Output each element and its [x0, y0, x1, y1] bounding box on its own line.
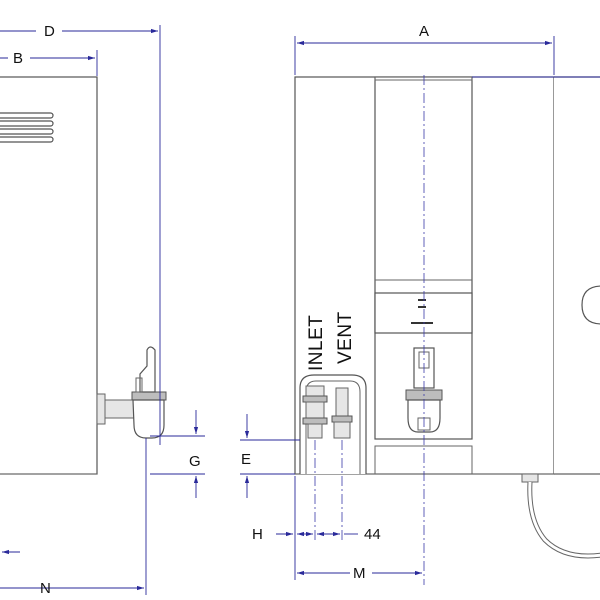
dimension-n: N [0, 438, 147, 597]
dimension-b-label: B [13, 50, 23, 67]
dimension-m-label: M [353, 565, 366, 582]
dimension-e-label: E [241, 451, 251, 468]
dimension-h: H [252, 476, 313, 580]
dimension-n-label: N [40, 580, 51, 597]
side-view [0, 76, 167, 475]
dimension-44-label: 44 [364, 526, 381, 543]
dimension-h-label: H [252, 526, 263, 543]
dimension-d-label: D [44, 23, 55, 40]
power-button [581, 285, 600, 325]
vent-fitting [331, 387, 353, 439]
dimension-a-label: A [419, 23, 429, 40]
dimension-b: B [0, 49, 98, 76]
dimension-e: E [240, 414, 300, 498]
dimension-44: 44 [317, 526, 381, 543]
dimension-g: G [150, 410, 205, 498]
inlet-label: INLET [306, 315, 327, 371]
side-tap [96, 346, 167, 439]
vent-label: VENT [335, 311, 356, 364]
dimension-d: D [0, 22, 161, 445]
side-body [0, 76, 98, 475]
inlet-fitting [302, 385, 328, 439]
dimension-m: M [297, 564, 422, 582]
dimension-a: A [294, 22, 555, 75]
dimension-g-label: G [189, 453, 201, 470]
plumbing-connections [299, 374, 367, 474]
indicator-symbols [411, 299, 433, 324]
vent-slots [0, 112, 54, 143]
power-cable [521, 473, 600, 559]
